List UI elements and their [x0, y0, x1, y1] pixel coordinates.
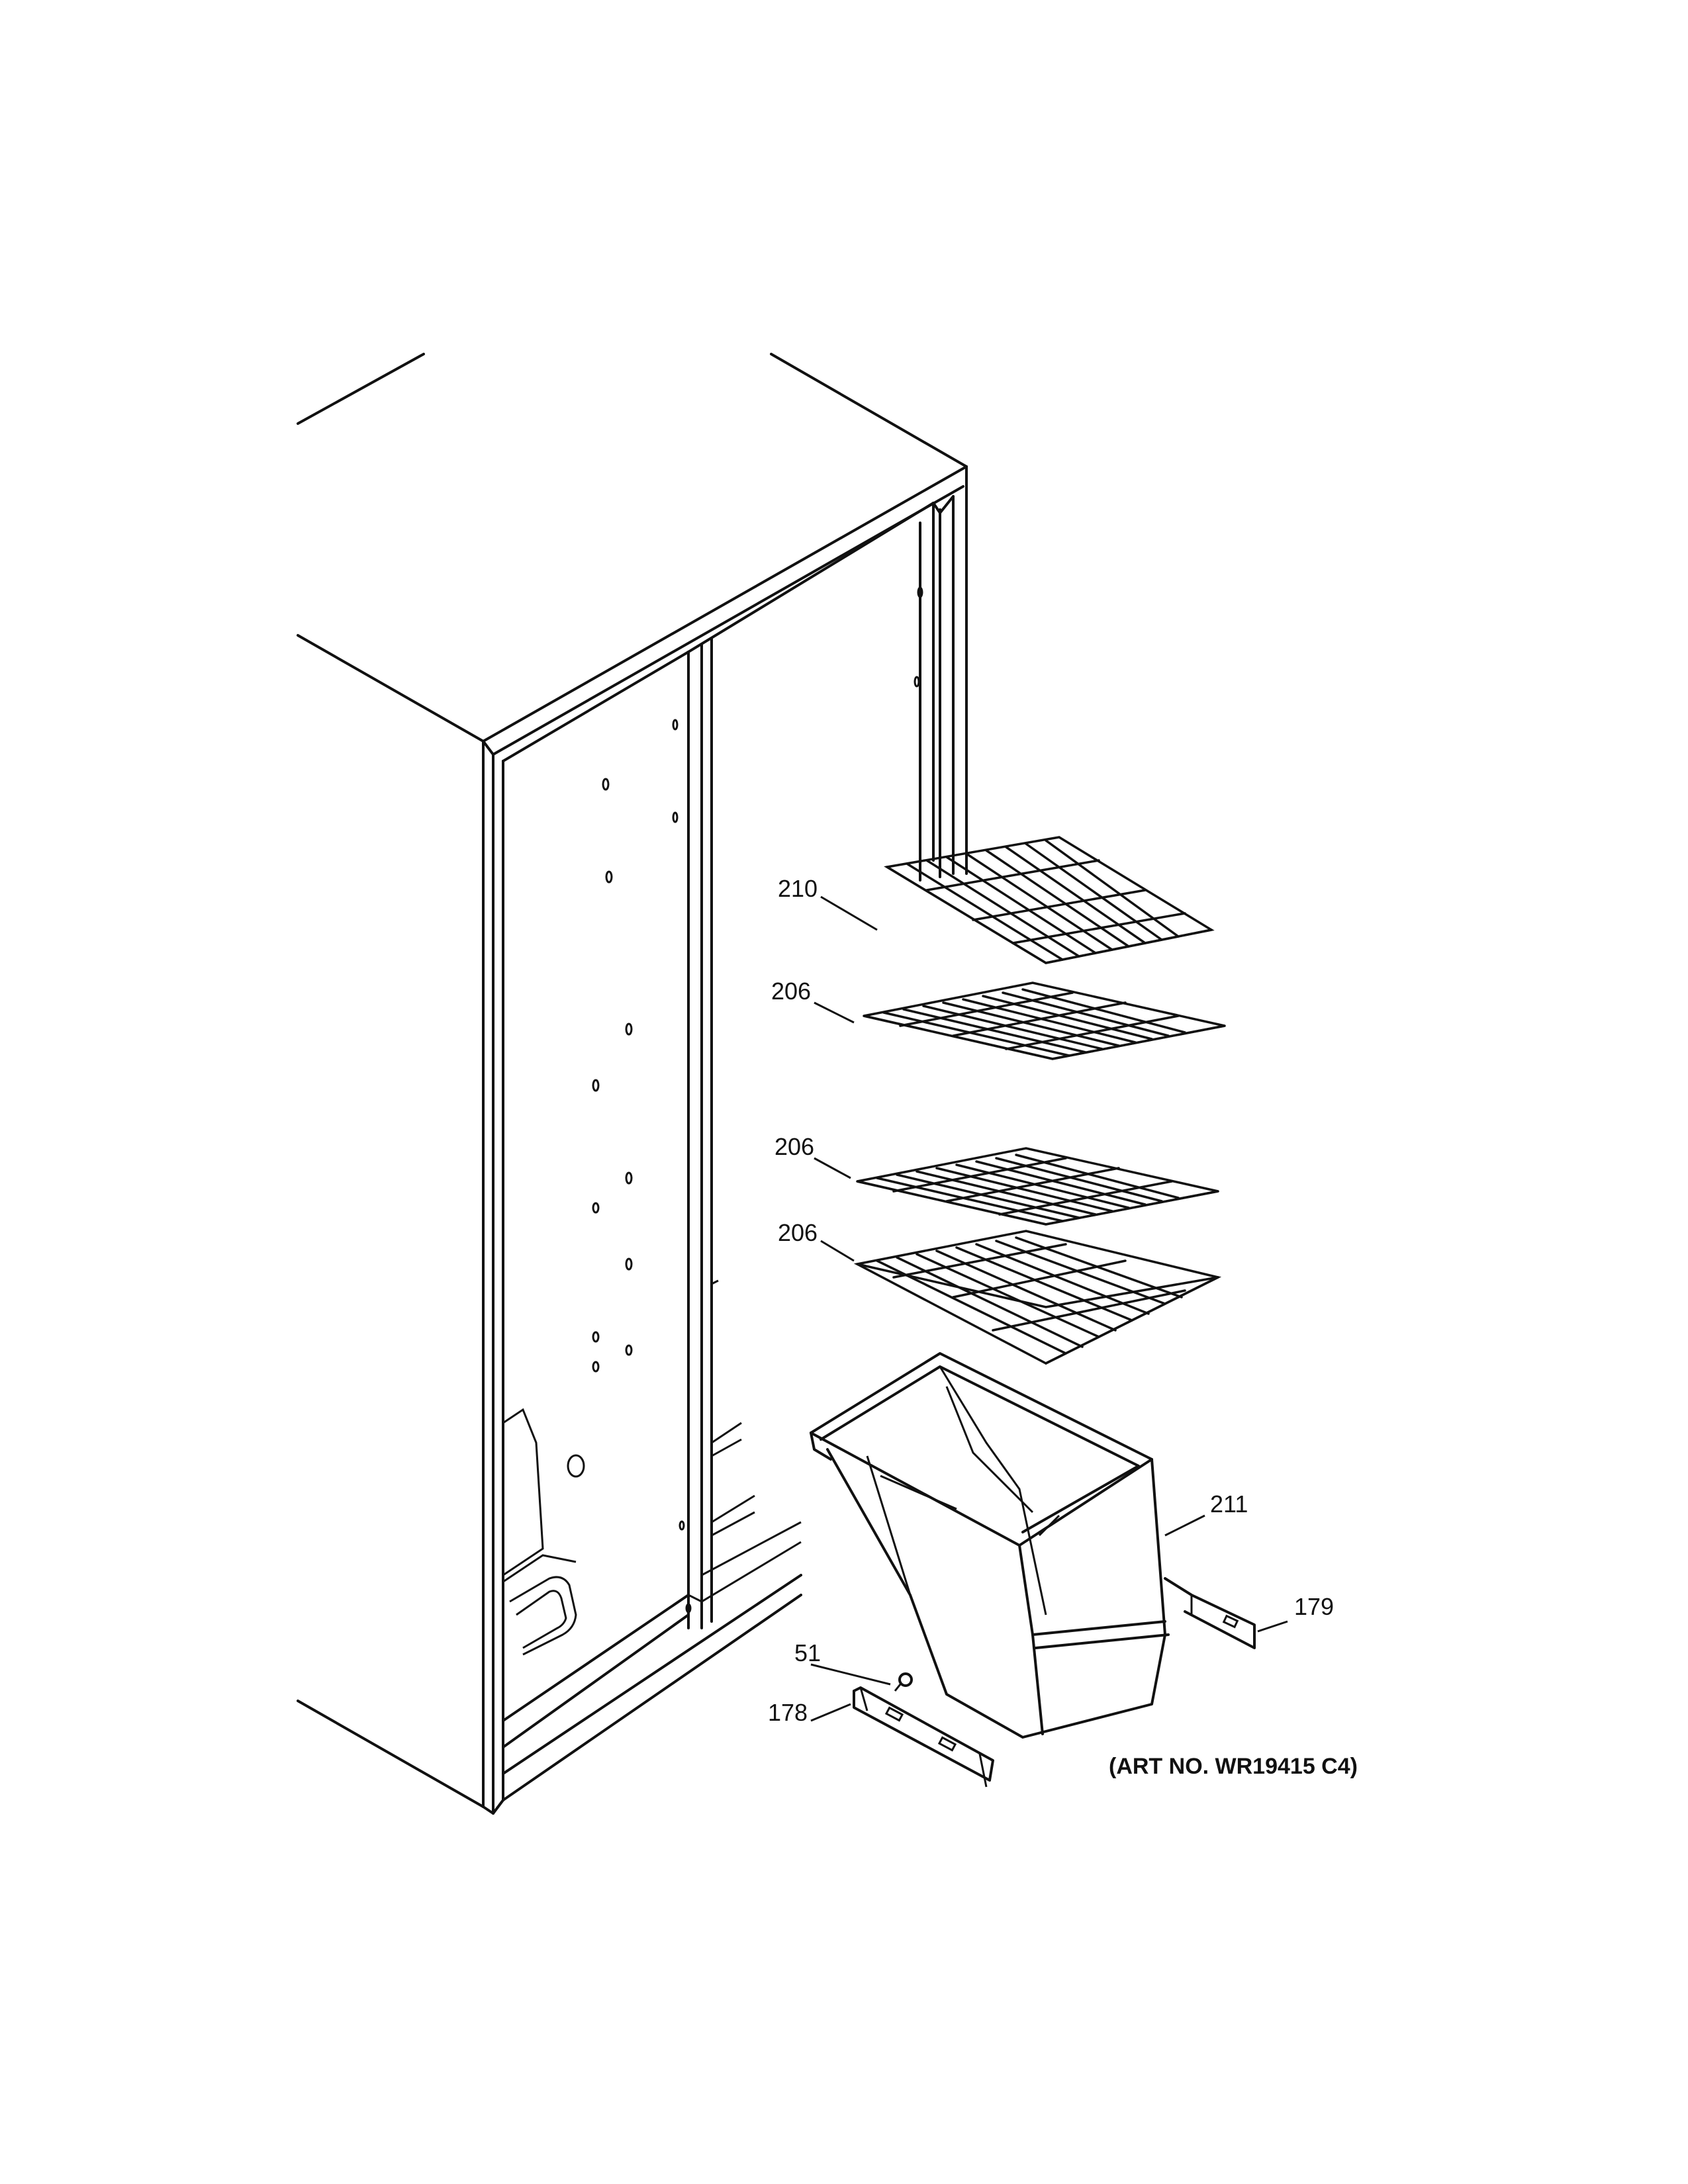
- wire-shelf-206-middle[interactable]: [856, 1147, 1219, 1226]
- callout-206-upper: 206: [771, 978, 811, 1005]
- bracket-178[interactable]: [853, 1686, 994, 1788]
- callout-leaders: [810, 895, 1288, 1722]
- wire-shelf-210[interactable]: [884, 836, 1215, 964]
- cabinet-mounting-holes: [567, 586, 923, 1614]
- screw-51[interactable]: [894, 1672, 913, 1692]
- callout-206-lower: 206: [778, 1219, 818, 1246]
- callout-178: 178: [768, 1699, 808, 1726]
- callout-51: 51: [794, 1639, 821, 1666]
- callout-179: 179: [1294, 1593, 1334, 1620]
- callout-210: 210: [778, 875, 818, 902]
- freezer-cabinet: [297, 353, 968, 1815]
- storage-bin-211[interactable]: [810, 1352, 1170, 1739]
- bracket-179[interactable]: [1164, 1577, 1256, 1649]
- callout-206-middle: 206: [774, 1133, 814, 1160]
- callout-211: 211: [1210, 1490, 1248, 1518]
- wire-shelf-206-lower[interactable]: [853, 1230, 1222, 1365]
- art-number: (ART NO. WR19415 C4): [1109, 1754, 1358, 1779]
- wire-shelf-206-upper[interactable]: [863, 981, 1226, 1060]
